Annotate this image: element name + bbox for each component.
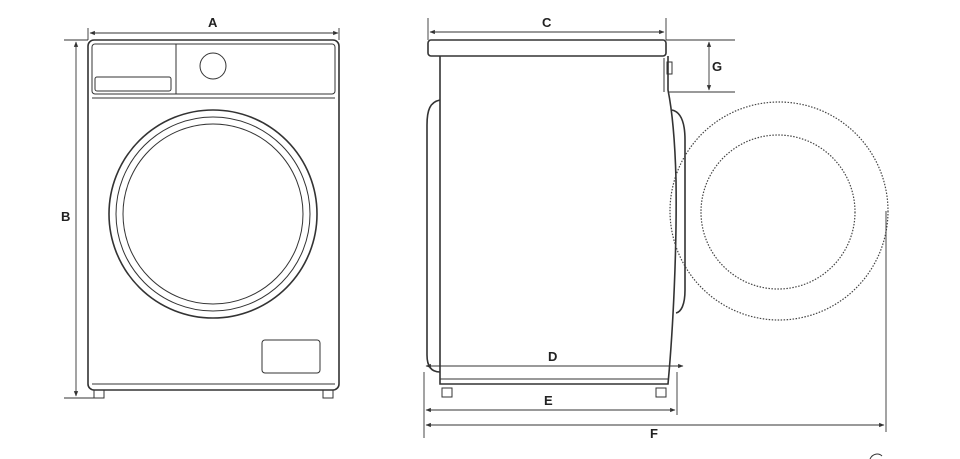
- front-foot-right: [322, 389, 334, 399]
- dimension-label-a: A: [208, 15, 218, 30]
- side-top-cover: [427, 39, 667, 57]
- dimension-label-f: F: [650, 426, 658, 441]
- filter-cover: [261, 339, 321, 374]
- dimension-label-c: C: [542, 15, 552, 30]
- dimension-label-b: B: [61, 209, 70, 224]
- front-view: A B: [61, 15, 340, 399]
- door-glass: [122, 123, 304, 305]
- side-door-profile: [671, 109, 686, 314]
- dimension-label-g: G: [712, 59, 722, 74]
- dimension-label-e: E: [544, 393, 553, 408]
- side-body: [439, 56, 677, 385]
- control-panel: [91, 43, 336, 95]
- dimension-label-d: D: [548, 349, 557, 364]
- corner-mark: [869, 453, 883, 459]
- open-door-outer: [669, 101, 889, 321]
- door-outer-ring: [108, 109, 318, 319]
- side-view: C G D E F: [423, 15, 889, 459]
- open-door-inner: [700, 134, 856, 290]
- side-foot-right: [655, 387, 667, 398]
- side-foot-left: [441, 387, 453, 398]
- door-middle-ring: [115, 116, 311, 312]
- program-knob: [199, 52, 227, 80]
- detergent-drawer: [94, 76, 172, 92]
- front-foot-left: [93, 389, 105, 399]
- front-cabinet: [87, 39, 340, 391]
- side-knob-profile: [666, 61, 673, 75]
- side-rear-bulge: [426, 99, 441, 373]
